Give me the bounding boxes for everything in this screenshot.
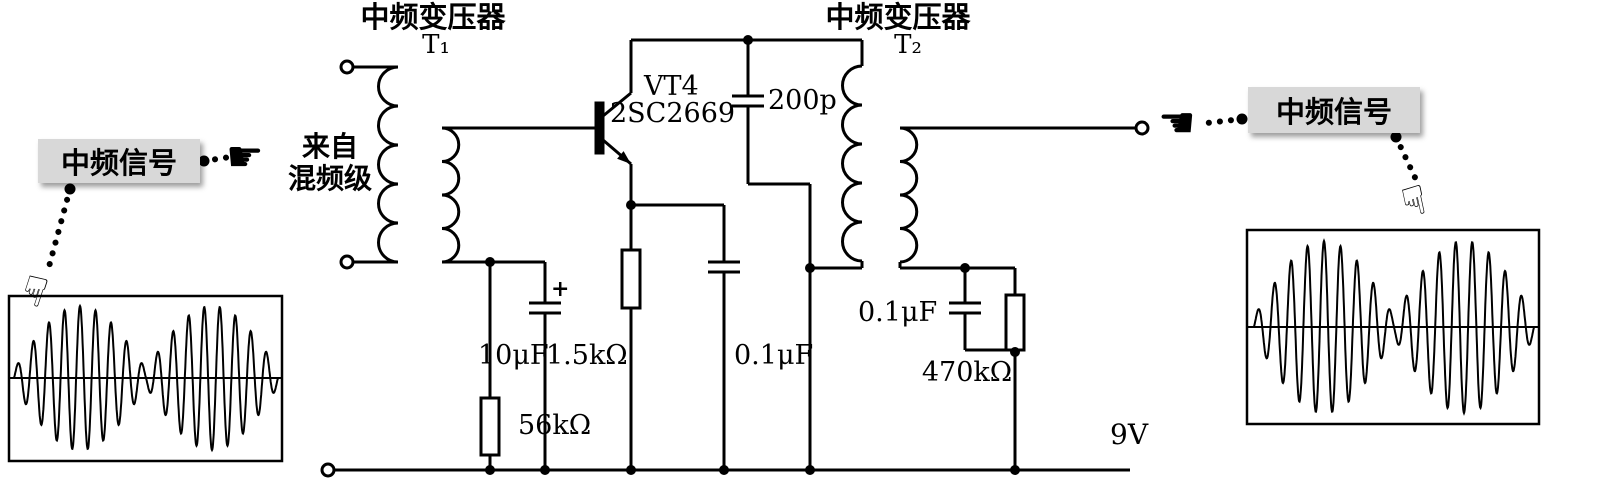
- emitter-arrow: [617, 151, 631, 164]
- bias-resistor-symbol: [479, 396, 501, 457]
- input-terminal-bottom: [339, 254, 355, 270]
- emitter-resistor-value: 1.5kΩ: [546, 340, 628, 371]
- transformer-right-title: 中频变压器: [825, 0, 971, 34]
- callout-leaders: [44, 116, 1422, 277]
- waveform-right-path: [1253, 238, 1535, 416]
- base-bypass-cap-value: 10μF: [478, 340, 549, 371]
- agc-cap-value: 0.1μF: [858, 297, 938, 328]
- electrolytic-plus-sign: +: [551, 276, 570, 302]
- waveform-box-right: [1245, 228, 1541, 426]
- feedback-cap-value: 200p: [768, 85, 837, 116]
- waveform-box-left: [7, 294, 284, 463]
- right-signal-callout: 中频信号: [1248, 87, 1420, 133]
- t2-secondary-coil: [899, 126, 919, 264]
- agc-resistor-value: 470kΩ: [921, 357, 1013, 388]
- input-source-line2: 混频级: [287, 162, 373, 195]
- t2-primary-coil: [841, 64, 863, 263]
- transformer-right-designator: T₂: [894, 30, 922, 60]
- transistor-designator: VT4: [644, 71, 699, 102]
- transistor-model: 2SC2669: [610, 98, 736, 129]
- waveform-left-path: [13, 303, 279, 453]
- supply-voltage-label: 9V: [1110, 418, 1149, 451]
- hand-right-icon: ☛: [226, 132, 264, 181]
- emitter-bypass-cap-value: 0.1μF: [734, 340, 814, 371]
- t1-secondary-coil: [441, 126, 461, 264]
- t1-primary-coil: [377, 65, 399, 264]
- leader-end-dots: [64, 113, 1402, 195]
- emitter-resistor-symbol: [620, 248, 642, 310]
- right-signal-label: 中频信号: [1275, 95, 1392, 129]
- left-signal-callout: 中频信号: [38, 139, 200, 183]
- wires: [334, 38, 1136, 472]
- terminals: [320, 59, 1150, 478]
- transistor-base-bar: [594, 101, 605, 155]
- transformer-left-title: 中频变压器: [360, 0, 506, 34]
- left-signal-label: 中频信号: [60, 146, 177, 180]
- input-source-line1: 来自: [301, 130, 359, 163]
- input-terminal-top: [339, 59, 355, 75]
- hand-left-icon: ☚: [1158, 98, 1196, 147]
- supply-terminal: [320, 462, 336, 478]
- junction-dots: [485, 35, 1020, 475]
- output-terminal: [1134, 120, 1150, 136]
- transformer-left-designator: T₁: [422, 30, 450, 60]
- agc-resistor-symbol: [1004, 293, 1026, 352]
- bias-resistor-value: 56kΩ: [518, 410, 592, 441]
